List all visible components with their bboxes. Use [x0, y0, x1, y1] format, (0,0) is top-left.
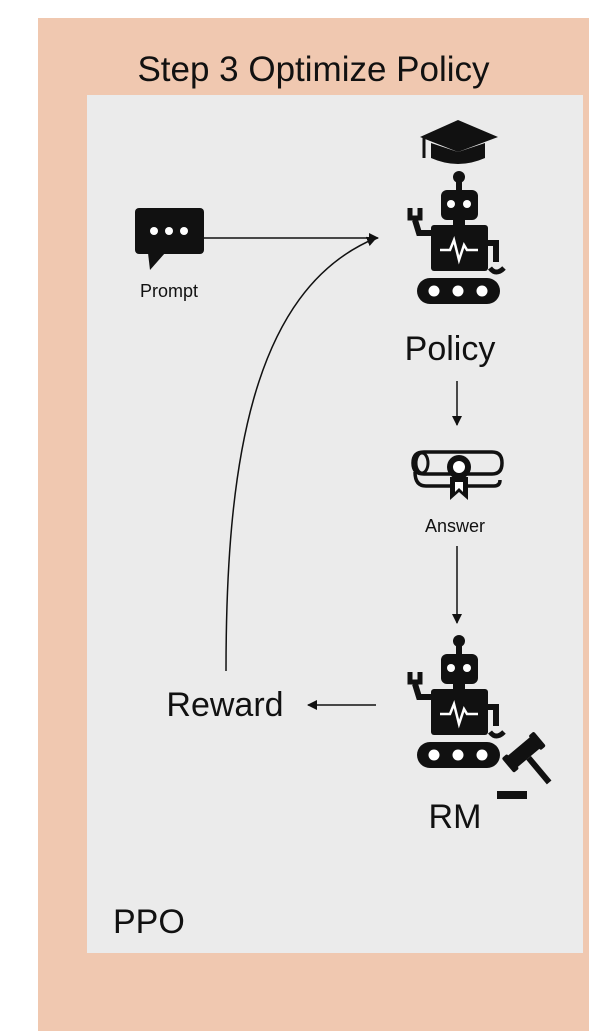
rm-robot-icon — [407, 635, 506, 768]
speech-bubble-icon — [135, 208, 204, 270]
answer-label: Answer — [424, 516, 486, 536]
diagram-title: Step 3 Optimize Policy — [137, 50, 490, 89]
ppo-label: PPO — [113, 903, 185, 941]
rm-label: RM — [428, 798, 482, 836]
graduation-cap-icon — [420, 120, 498, 164]
reward-to-policy-arrow — [225, 236, 377, 672]
policy-robot-icon — [407, 171, 506, 304]
reward-label: Reward — [166, 686, 284, 724]
diploma-icon — [411, 450, 504, 500]
prompt-label: Prompt — [139, 281, 199, 301]
policy-label: Policy — [404, 330, 496, 368]
gavel-icon — [497, 732, 552, 799]
